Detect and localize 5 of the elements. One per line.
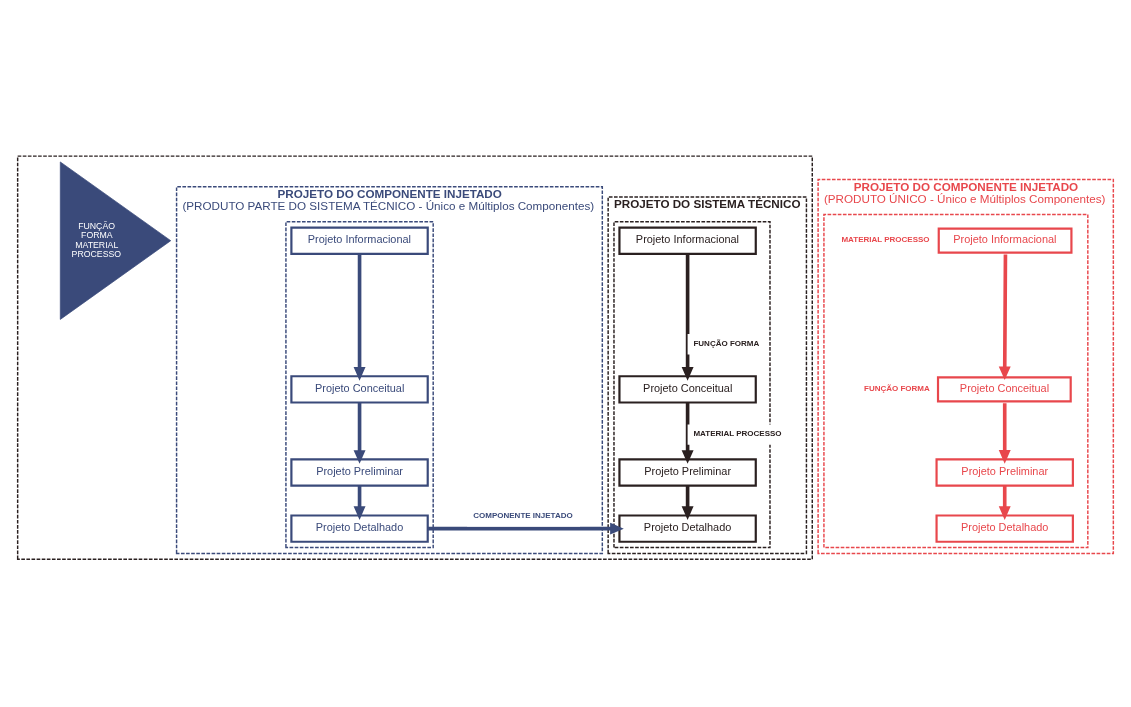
edge-label: COMPONENTE INJETADO xyxy=(473,510,573,520)
edge-label: MATERIAL PROCESSO xyxy=(693,428,782,438)
node-label: FUNÇÃO FORMA xyxy=(864,383,930,393)
node-label: MATERIAL PROCESSO xyxy=(841,234,930,244)
edge-label: FUNÇÃO FORMA xyxy=(693,338,760,348)
